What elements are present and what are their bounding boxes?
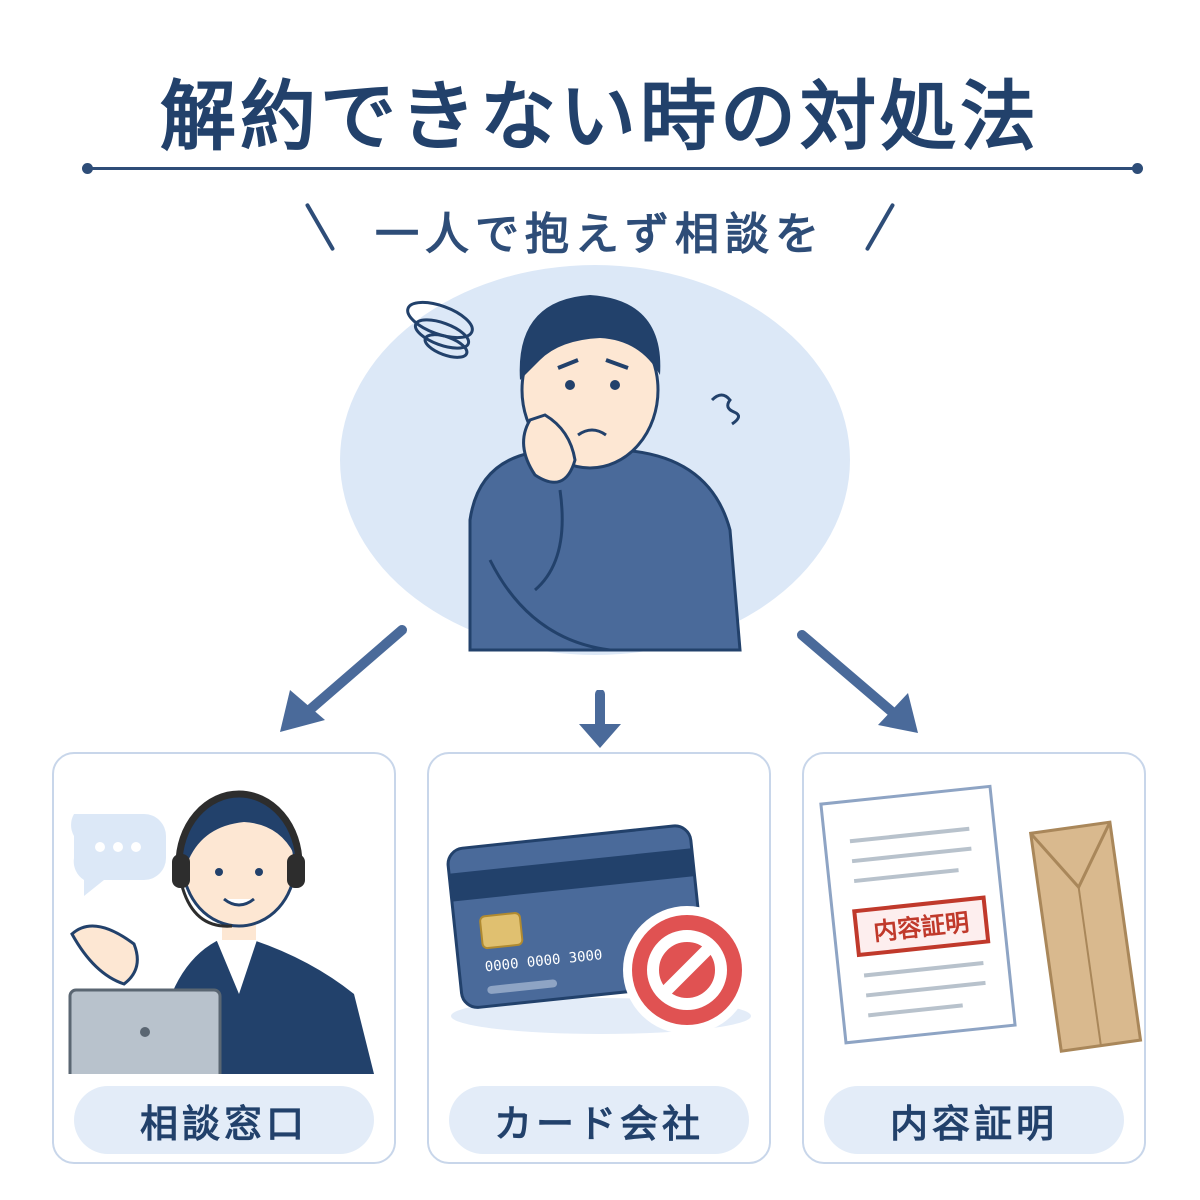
option-label: 相談窓口 bbox=[74, 1086, 374, 1154]
divider-left-dot bbox=[82, 163, 93, 174]
worried-man-icon bbox=[340, 265, 850, 655]
option-label: カード会社 bbox=[449, 1086, 749, 1154]
page-title: 解約できない時の対処法 bbox=[160, 72, 1040, 161]
credit-card-blocked-icon: 0000 0000 3000 bbox=[446, 824, 751, 1034]
call-center-operator-icon bbox=[68, 790, 374, 1074]
subtitle: 一人で抱えず相談を bbox=[375, 209, 825, 260]
divider-right-dot bbox=[1132, 163, 1143, 174]
certified-letter-icon: 内容証明 bbox=[819, 784, 1143, 1053]
title-divider bbox=[88, 167, 1138, 170]
option-card-card-company[interactable]: 0000 0000 3000 カード会社 bbox=[427, 752, 771, 1164]
option-label: 内容証明 bbox=[824, 1086, 1124, 1154]
arrow-right-down-icon bbox=[797, 630, 918, 733]
option-card-certified-letter[interactable]: 内容証明 内容証明 bbox=[802, 752, 1146, 1164]
arrow-left-down-icon bbox=[280, 625, 407, 732]
option-card-consultation[interactable]: 相談窓口 bbox=[52, 752, 396, 1164]
arrow-down-icon bbox=[579, 690, 621, 748]
